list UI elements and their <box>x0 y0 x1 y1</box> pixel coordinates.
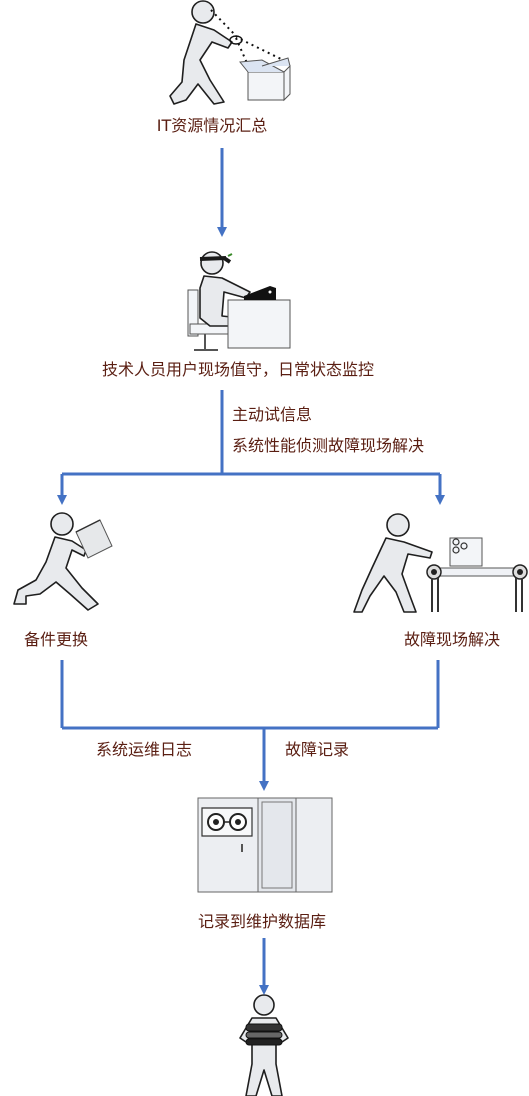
node-label-summary: IT资源情况汇总 <box>156 116 268 135</box>
server-cabinet-icon <box>197 797 333 893</box>
person-with-box-icon <box>169 0 291 105</box>
edge-label-log-right: 故障记录 <box>285 740 350 759</box>
flow-connectors <box>57 148 445 995</box>
person-at-computer-icon <box>187 251 291 351</box>
edge-label-log-left: 系统运维日志 <box>96 740 193 759</box>
node-label-db: 记录到维护数据库 <box>197 912 327 931</box>
person-holding-books-icon <box>239 994 289 1096</box>
person-at-conveyor-icon <box>353 513 528 613</box>
node-label-spare: 备件更换 <box>23 630 89 649</box>
node-label-fault-site: 故障现场解决 <box>403 630 501 649</box>
person-carrying-box-icon <box>13 512 113 611</box>
node-label-duty: 技术人员用户现场值守，日常状态监控 <box>101 360 375 379</box>
edge-label-info-line1: 主动试信息 <box>232 405 313 424</box>
edge-label-info-line2: 系统性能侦测故障现场解决 <box>232 436 425 455</box>
